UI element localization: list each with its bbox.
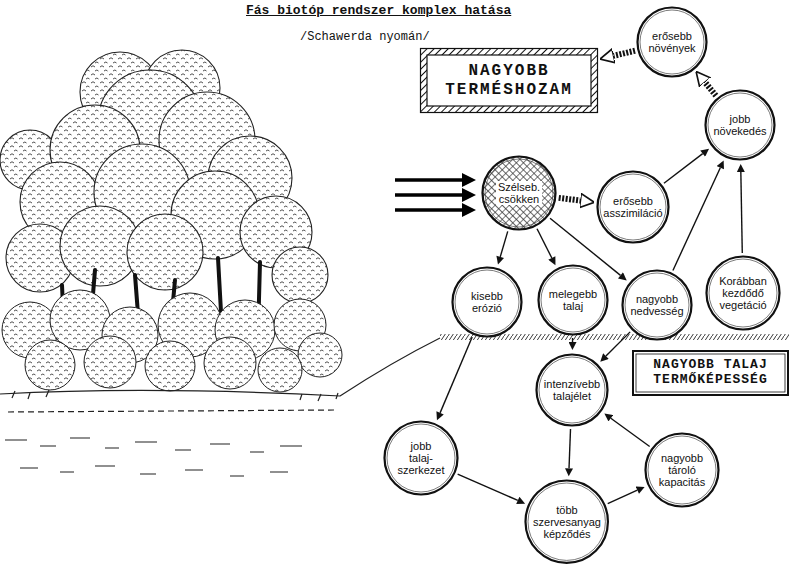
shrubs [2,290,342,392]
arrow-connector [673,168,720,271]
node-label: kisebb erózió [471,290,503,315]
ground [0,338,440,476]
arrow-connector [440,337,472,413]
arrow-connector [608,490,638,503]
source-note: /Schawerda nyomán/ [300,30,430,44]
effect-circle: Korábban kezdődő vegetáció [705,255,781,331]
arrow-connector [537,229,552,258]
node-text: több szervesanyag képződés [533,504,601,541]
effect-circle: több szervesanyag képződés [524,479,609,564]
node-label: Szélseb. csökken [496,181,542,206]
arrow-connector [458,474,518,500]
node-text: NAGYOBB TALAJ TERMŐKÉPESSÉG [638,358,783,388]
effect-circle: erősebb növények [636,6,708,78]
node-label: jobb növekedés [713,113,766,138]
node-text: erősebb növények [648,30,695,55]
effect-circle: jobb talaj-szerkezet [383,420,459,496]
result-box: NAGYOBB TERMÉSHOZAM [420,48,598,113]
arrow-connector [606,332,630,356]
effect-circle: nagyobb nedvesség [621,269,693,341]
node-label: több szervesanyag képződés [533,504,601,541]
effect-circle: jobb növekedés [704,89,776,161]
node-label: Korábban kezdődő vegetáció [719,275,767,312]
hatched-arrow [705,82,716,95]
node-text: erősebb asszimiláció [603,195,662,220]
node-text: jobb növekedés [713,113,766,138]
node-text: Korábban kezdődő vegetáció [719,275,767,312]
node-label: melegebb talaj [549,288,597,313]
effect-circle: intenzívebb talajélet [535,353,609,427]
diagram-title: Fás biotóp rendszer komplex hatása [246,3,511,18]
node-label: erősebb asszimiláció [603,195,662,220]
hatched-arrow [559,198,581,201]
node-text: NAGYOBB TERMÉSHOZAM [434,62,584,99]
node-label: nagyobb tároló kapacitás [659,452,705,489]
node-text: nagyobb tároló kapacitás [659,452,705,489]
node-label: intenzívebb talajélet [544,378,600,403]
node-label: NAGYOBB TALAJ TERMŐKÉPESSÉG [638,358,783,388]
node-label: nagyobb nedvesség [630,293,683,318]
effect-circle: kisebb erózió [451,266,523,338]
effect-circle: nagyobb tároló kapacitás [644,432,720,508]
wind-arrows [395,173,476,217]
hatched-arrow [614,51,635,56]
arrow-connector [500,231,507,257]
arrow-connector [664,154,703,184]
effect-circle: erősebb asszimiláció [596,170,670,244]
tree-canopy [0,50,328,303]
arrow-connector [611,418,650,446]
node-label: NAGYOBB TERMÉSHOZAM [434,62,584,99]
node-text: nagyobb nedvesség [630,293,683,318]
result-box: NAGYOBB TALAJ TERMŐKÉPESSÉG [632,350,789,396]
node-text: melegebb talaj [549,288,597,313]
arrow-connector [572,338,573,342]
node-label: jobb talaj-szerkezet [397,440,444,477]
node-text: Szélseb. csökken [496,181,542,206]
arrow-connector [741,172,742,253]
node-text: intenzívebb talajélet [544,378,600,403]
node-text: jobb talaj-szerkezet [397,440,444,477]
node-label: erősebb növények [648,30,695,55]
effect-circle: melegebb talaj [537,264,609,336]
effect-circle: Szélseb. csökken [481,155,557,231]
arrow-connector [569,429,570,468]
node-text: kisebb erózió [471,290,503,315]
